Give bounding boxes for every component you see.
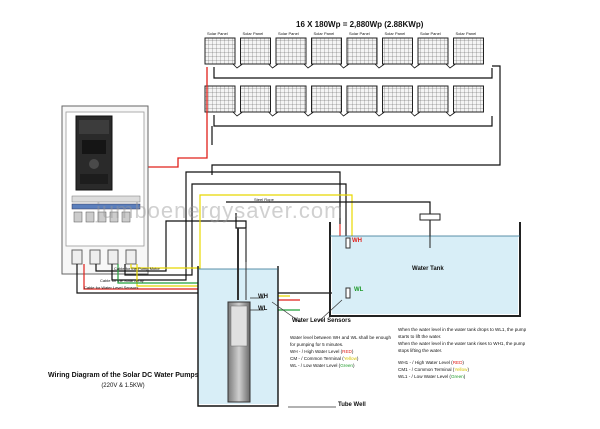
solar-panel-top-3 [275,37,307,65]
watermark-text: jumboenergysaver.com [96,198,344,223]
panel-link-bottom-2 [268,111,279,117]
panel-link-top-6 [410,63,421,69]
panel-link-bottom-4 [339,111,350,117]
panel-link-top-3 [303,63,314,69]
diagram-subcaption: (220V & 1.5KW) [101,383,145,389]
solar-panel-bottom-2 [240,85,271,113]
solar-panel-bottom-6 [382,85,413,113]
tube-well-label: Tube Well [338,402,366,408]
panel-link-top-7 [445,63,456,69]
notes-right-line2: starts to lift the water. [398,334,442,339]
solar-panel-top-8 [453,37,484,65]
panel-label-2: Solar Panel [242,31,264,36]
array-positive-wire [140,67,208,168]
panel-label-3: Solar Panel [278,31,299,36]
panel-label-7: Solar Panel [420,31,441,36]
panel-link-bottom-5 [374,111,385,117]
tank-wh-label: WH [352,238,362,244]
notes-left-line1: Water level between WH and WL shall be e… [290,335,392,340]
wire-label-pump-motor: Cable for the Pump Motor [114,266,160,271]
steel-rope-label: Steel Rope [254,197,274,202]
notes-left-wl: WL - / Low Water Level (Green) [290,363,355,368]
solar-panel-top-7 [417,37,449,65]
notes-right: When the water level in the water tank d… [398,326,526,380]
solar-panel-bottom-3 [275,85,307,113]
well-wl-label: WL [258,306,268,312]
solar-panel-top-4 [311,37,342,65]
panel-label-1: Solar Panel [207,31,228,36]
tube-well [197,228,279,407]
panel-link-top-4 [339,63,350,69]
notes-right-wh: WH1 - / High Water Level (RED) [398,360,464,365]
solar-panel-bottom-1 [204,85,236,113]
notes-left-cm: CM - / Common Terminal (Yellow) [290,356,359,361]
panel-link-bottom-3 [303,111,314,117]
controller-box [61,105,149,275]
leader-lines [271,299,343,408]
water-tank-label: Water Tank [412,266,444,272]
panel-label-5: Solar Panel [349,31,370,36]
array-wiring [211,65,501,175]
solar-panel-row-bottom [204,85,484,117]
notes-right-line3: When the water level in the water tank r… [398,341,526,346]
panel-link-bottom-6 [410,111,421,117]
notes-right-line1: When the water level in the water tank d… [398,327,527,332]
panel-link-bottom-7 [445,111,456,117]
solar-panel-row-top [204,37,484,69]
panel-label-4: Solar Panel [313,31,335,36]
solar-panel-bottom-8 [453,85,484,113]
solar-panel-top-1 [204,37,236,65]
solar-panel-top-5 [346,37,378,65]
well-wh-label: WH [258,294,268,300]
panel-link-top-1 [232,63,243,69]
array-rating-title: 16 X 180Wp = 2,880Wp (2.88KWp) [296,20,424,29]
tank-sensor-probes [345,237,351,299]
solar-panel-top-6 [382,37,413,65]
wire-label-solar-array: Cable for the Solar Array [100,278,144,283]
tank-wl-label: WL [354,287,364,293]
panel-link-bottom-1 [232,111,243,117]
solar-panel-bottom-4 [311,85,342,113]
solar-panel-bottom-7 [417,85,449,113]
notes-right-line4: stops lifting the water. [398,348,443,353]
solar-panel-bottom-5 [346,85,378,113]
notes-left-line2: for pumping for 5 minutes. [290,342,344,347]
diagram-caption: Wiring Diagram of the Solar DC Water Pum… [48,372,199,379]
panel-label-8: Solar Panel [455,31,477,36]
wire-label-level-sensors: Cable for Water Level Sensors [84,285,139,290]
panel-link-top-5 [374,63,385,69]
notes-left-wh: WH - / High Water Level (RED) [290,349,354,354]
notes-right-cm: CM1 - / Common Terminal (Yellow) [398,367,469,372]
solar-panel-top-2 [240,37,271,65]
panel-label-6: Solar Panel [384,31,406,36]
notes-left: Water level between WH and WL shall be e… [290,334,391,369]
notes-right-wl: WL1 - / Low Water Level (Green) [398,374,466,379]
water-tank [329,213,521,317]
water-level-sensors-label: Water Level Sensors [292,318,351,324]
panel-link-top-2 [268,63,279,69]
